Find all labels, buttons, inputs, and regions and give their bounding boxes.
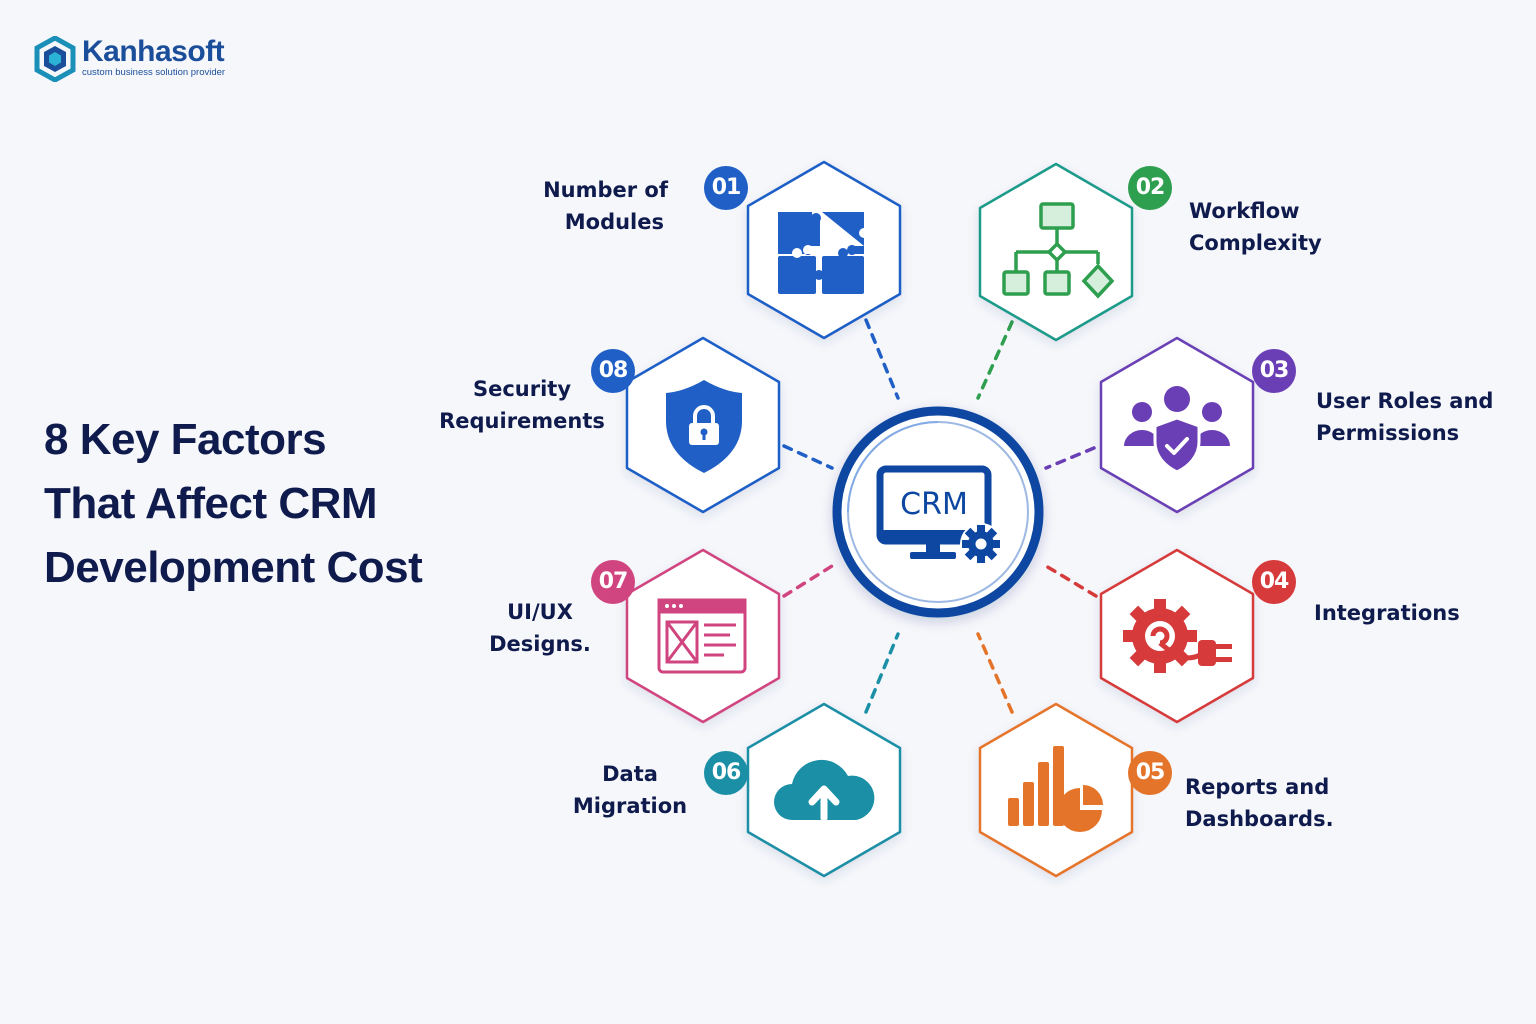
gear-icon bbox=[962, 525, 1000, 563]
logo-tagline: custom business solution provider bbox=[82, 67, 226, 78]
badge-07: 07 bbox=[591, 560, 635, 604]
flowchart-icon bbox=[1002, 202, 1115, 299]
hex-07[interactable] bbox=[625, 548, 781, 724]
label-02: Workflow Complexity bbox=[1189, 195, 1369, 259]
connector-06 bbox=[864, 632, 900, 714]
hex-04[interactable] bbox=[1099, 548, 1255, 724]
label-08-line-2: Requirements bbox=[439, 409, 605, 433]
crm-label: CRM bbox=[900, 487, 968, 522]
label-05-line-2: Dashboards. bbox=[1185, 807, 1334, 831]
badge-05: 05 bbox=[1128, 751, 1172, 795]
label-07: UI/UX Designs. bbox=[476, 596, 604, 660]
label-01-line-2: Modules bbox=[564, 210, 664, 234]
logo-name: Kanhasoft bbox=[82, 35, 225, 68]
label-01-line-1: Number of bbox=[543, 178, 668, 202]
label-02-line-1: Workflow bbox=[1189, 199, 1300, 223]
users-shield-icon bbox=[1124, 386, 1230, 474]
kanhasoft-logo[interactable]: Kanhasoft custom business solution provi… bbox=[34, 36, 234, 86]
hex-08[interactable] bbox=[625, 336, 781, 514]
label-03-line-2: Permissions bbox=[1316, 421, 1460, 445]
badge-04: 04 bbox=[1252, 560, 1296, 604]
connectors bbox=[782, 318, 1098, 714]
hexagon-logo-icon bbox=[34, 36, 76, 82]
label-01: Number of Modules bbox=[504, 174, 668, 238]
connector-04 bbox=[1044, 564, 1098, 598]
badge-01: 01 bbox=[704, 166, 748, 210]
puzzle-icon bbox=[778, 212, 869, 294]
hex-01[interactable] bbox=[746, 160, 902, 340]
connector-08 bbox=[782, 444, 834, 470]
bar-pie-chart-icon bbox=[1008, 746, 1103, 832]
title-line-3: Development Cost bbox=[44, 543, 423, 592]
label-04-line-1: Integrations bbox=[1314, 601, 1460, 625]
label-07-line-1: UI/UX bbox=[507, 600, 573, 624]
label-06-line-1: Data bbox=[602, 762, 658, 786]
connector-03 bbox=[1044, 446, 1096, 470]
label-05: Reports and Dashboards. bbox=[1185, 771, 1365, 835]
title-line-2: That Affect CRM bbox=[44, 479, 378, 528]
connector-02 bbox=[976, 320, 1014, 400]
label-04: Integrations bbox=[1314, 597, 1494, 629]
title-line-1: 8 Key Factors bbox=[44, 415, 327, 464]
page-title: 8 Key Factors That Affect CRM Developmen… bbox=[44, 408, 444, 600]
wireframe-icon bbox=[657, 598, 747, 674]
badge-08: 08 bbox=[591, 349, 635, 393]
hex-06[interactable] bbox=[746, 702, 902, 878]
badge-02: 02 bbox=[1128, 166, 1172, 210]
label-03-line-1: User Roles and bbox=[1316, 389, 1494, 413]
shield-lock-icon bbox=[666, 380, 742, 473]
connector-05 bbox=[976, 632, 1014, 714]
label-03: User Roles and Permissions bbox=[1316, 385, 1516, 449]
label-05-line-1: Reports and bbox=[1185, 775, 1330, 799]
hex-02[interactable] bbox=[978, 162, 1134, 342]
label-06: Data Migration bbox=[560, 758, 700, 822]
badge-03: 03 bbox=[1252, 349, 1296, 393]
label-06-line-2: Migration bbox=[572, 794, 688, 818]
cloud-upload-icon bbox=[774, 759, 875, 822]
label-08-line-1: Security bbox=[472, 377, 572, 401]
badge-06: 06 bbox=[704, 751, 748, 795]
connector-01 bbox=[864, 318, 900, 400]
label-02-line-2: Complexity bbox=[1189, 231, 1322, 255]
hex-05[interactable] bbox=[978, 702, 1134, 878]
label-08: Security Requirements bbox=[424, 373, 620, 437]
monitor-gear-icon bbox=[876, 465, 1002, 565]
hex-03[interactable] bbox=[1099, 336, 1255, 514]
connector-07 bbox=[782, 564, 834, 598]
label-07-line-2: Designs. bbox=[489, 632, 591, 656]
